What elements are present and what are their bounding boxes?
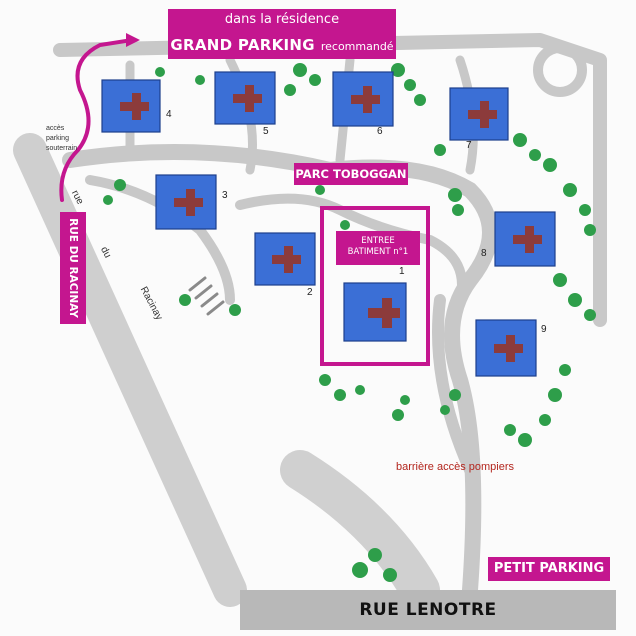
acces-line-2: parking <box>46 135 69 142</box>
entree-batiment-badge[interactable]: ENTREE BATIMENT n°1 <box>336 231 420 265</box>
building-number-5: 5 <box>263 126 269 137</box>
acces-line-1: accès <box>46 125 65 132</box>
entree-batiment-label: BATIMENT n°1 <box>347 247 409 257</box>
acces-line-3: souterrain <box>46 145 78 152</box>
barriere-pompiers-label: barrière accès pompiers <box>396 461 514 473</box>
road-inner-loop <box>235 193 467 305</box>
turning-circle <box>533 43 587 97</box>
parc-toboggan-badge[interactable]: PARC TOBOGGAN <box>294 163 408 185</box>
rue-du-racinay-badge[interactable]: RUE DU RACINAY <box>60 212 86 324</box>
acces-parking-souterrain: accès parking souterrain <box>46 124 77 154</box>
building-number-2: 2 <box>307 287 313 298</box>
entree-highlight-frame <box>320 206 430 366</box>
grand-parking-label: GRAND PARKING <box>170 36 315 54</box>
roof-markers <box>120 85 542 362</box>
building-number-9: 9 <box>541 324 547 335</box>
grand-parking-badge[interactable]: GRAND PARKING recommandé <box>168 31 396 59</box>
entree-label: ENTREE <box>361 236 395 246</box>
arrow-head-icon <box>126 33 140 47</box>
road-south-access <box>280 450 440 610</box>
building-number-4: 4 <box>166 109 172 120</box>
building-number-6: 6 <box>377 126 383 137</box>
buildings <box>101 71 556 377</box>
rue-lenotre-street[interactable]: RUE LENOTRE <box>240 590 616 630</box>
road-drive <box>432 294 476 476</box>
grand-parking-recommended: recommandé <box>320 40 394 53</box>
rue-du-racinay-label: RUE DU RACINAY <box>67 218 79 318</box>
building-number-3: 3 <box>222 190 228 201</box>
building-number-8: 8 <box>481 248 487 259</box>
parking-arrow <box>59 38 134 202</box>
building-number-7: 7 <box>466 140 472 151</box>
petit-parking-badge[interactable]: PETIT PARKING <box>488 557 610 581</box>
parking-bays <box>188 276 225 316</box>
trees <box>103 63 596 582</box>
building-number-1: 1 <box>399 266 405 277</box>
grand-parking-caption: dans la résidence <box>168 9 396 31</box>
